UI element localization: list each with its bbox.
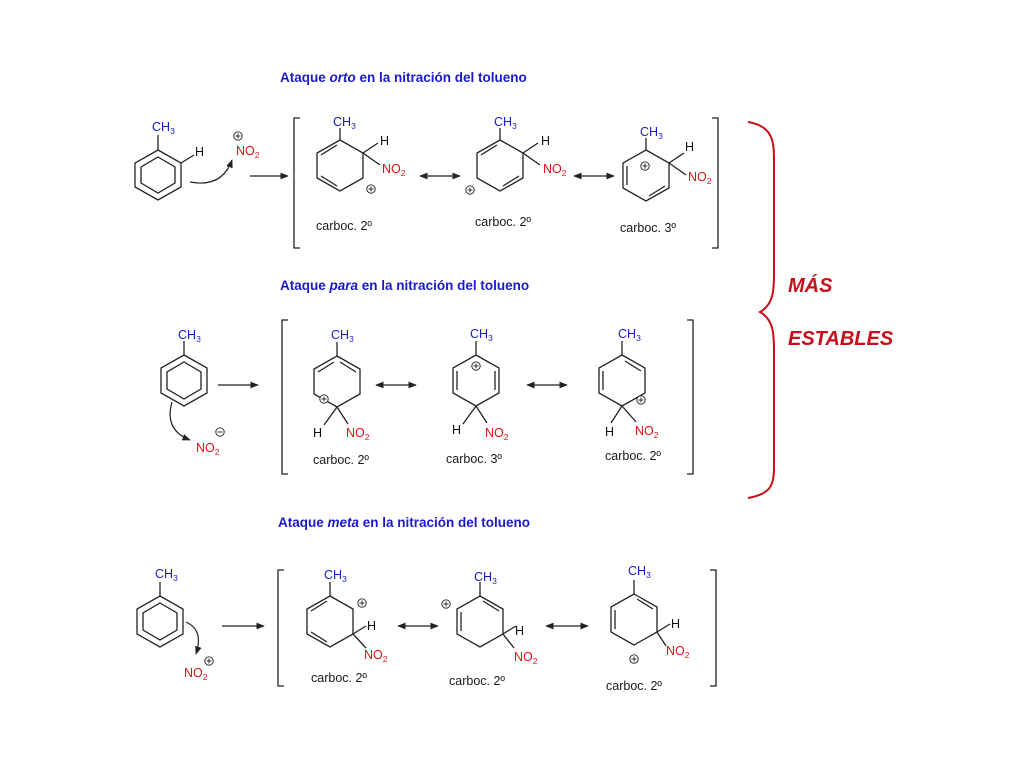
para-intermediate-2: CH3 H NO2 carboc. 3º [446,327,509,466]
plus-icon [357,598,367,608]
h-label: H [195,145,204,159]
para-intermediate-1: CH3 H NO2 carboc. 2º [313,328,370,467]
plus-icon [233,131,243,141]
bracket-left [281,319,288,475]
plus-icon [636,395,646,405]
svg-text:H: H [685,140,694,154]
carbocation-label: carboc. 2º [316,219,372,233]
svg-text:CH3: CH3 [155,567,178,583]
carbocation-label: carboc. 3º [446,452,502,466]
svg-text:NO2: NO2 [346,426,370,442]
svg-text:NO2: NO2 [688,170,712,186]
svg-text:CH3: CH3 [494,115,517,131]
svg-text:CH3: CH3 [618,327,641,343]
annotation-estables: ESTABLES [788,328,894,350]
plus-icon [204,656,214,666]
svg-text:CH3: CH3 [640,125,663,141]
carbocation-label: carboc. 2º [449,674,505,688]
svg-text:H: H [313,426,322,440]
svg-text:CH3: CH3 [324,568,347,584]
curly-brace [747,121,775,499]
svg-text:CH3: CH3 [331,328,354,344]
svg-text:CH3: CH3 [474,570,497,586]
plus-icon [640,161,650,171]
title-orto: Ataque orto en la nitración del tolueno [280,70,527,85]
bracket-left [293,117,300,249]
title-meta: Ataque meta en la nitración del tolueno [278,515,530,530]
plus-icon [471,361,481,371]
carbocation-label: carboc. 2º [606,679,662,693]
plus-icon [319,394,329,404]
meta-intermediate-3: CH3 H NO2 carboc. 2º [606,564,690,693]
svg-text:CH3: CH3 [628,564,651,580]
meta-reactant: CH3 NO2 [136,567,214,682]
svg-text:NO2: NO2 [514,650,538,666]
svg-text:H: H [515,624,524,638]
orto-intermediate-1: CH3 H NO2 carboc. 2º [316,115,406,233]
svg-text:CH3: CH3 [333,115,356,131]
para-reactant: CH3 NO2 [160,328,225,457]
para-intermediate-3: CH3 H NO2 carboc. 2º [598,327,661,463]
orto-reactant: CH3 H NO2 [134,120,260,201]
svg-text:H: H [452,423,461,437]
svg-text:NO2: NO2 [666,644,690,660]
svg-text:CH3: CH3 [178,328,201,344]
svg-text:H: H [671,617,680,631]
carbocation-label: carboc. 3º [620,221,676,235]
svg-text:NO2: NO2 [485,426,509,442]
svg-text:NO2: NO2 [543,162,567,178]
svg-text:H: H [541,134,550,148]
svg-text:NO2: NO2 [382,162,406,178]
orto-intermediate-3: CH3 H NO2 carboc. 3º [620,125,712,235]
svg-text:H: H [367,619,376,633]
bracket-right [712,117,719,249]
annotation-mas: MÁS [788,274,833,297]
svg-text:NO2: NO2 [635,424,659,440]
carbocation-label: carboc. 2º [311,671,367,685]
carbocation-label: carboc. 2º [313,453,369,467]
bracket-right [687,319,694,475]
bracket-right [710,569,717,687]
minus-icon [215,427,225,437]
orto-intermediate-2: CH3 H NO2 carboc. 2º [465,115,567,229]
carbocation-label: carboc. 2º [605,449,661,463]
title-para: Ataque para en la nitración del tolueno [280,278,529,293]
svg-text:H: H [380,134,389,148]
svg-text:NO2: NO2 [184,666,208,682]
svg-text:NO2: NO2 [364,648,388,664]
plus-icon [441,599,451,609]
plus-icon [629,654,639,664]
plus-icon [366,184,376,194]
meta-intermediate-1: CH3 H NO2 carboc. 2º [306,568,388,685]
no2-label: NO2 [236,144,260,160]
svg-text:H: H [605,425,614,439]
meta-intermediate-2: CH3 H NO2 carboc. 2º [441,570,538,688]
ch3-label: CH3 [152,120,175,136]
svg-text:NO2: NO2 [196,441,220,457]
svg-text:CH3: CH3 [470,327,493,343]
bracket-left [277,569,284,687]
carbocation-label: carboc. 2º [475,215,531,229]
plus-icon [465,185,475,195]
